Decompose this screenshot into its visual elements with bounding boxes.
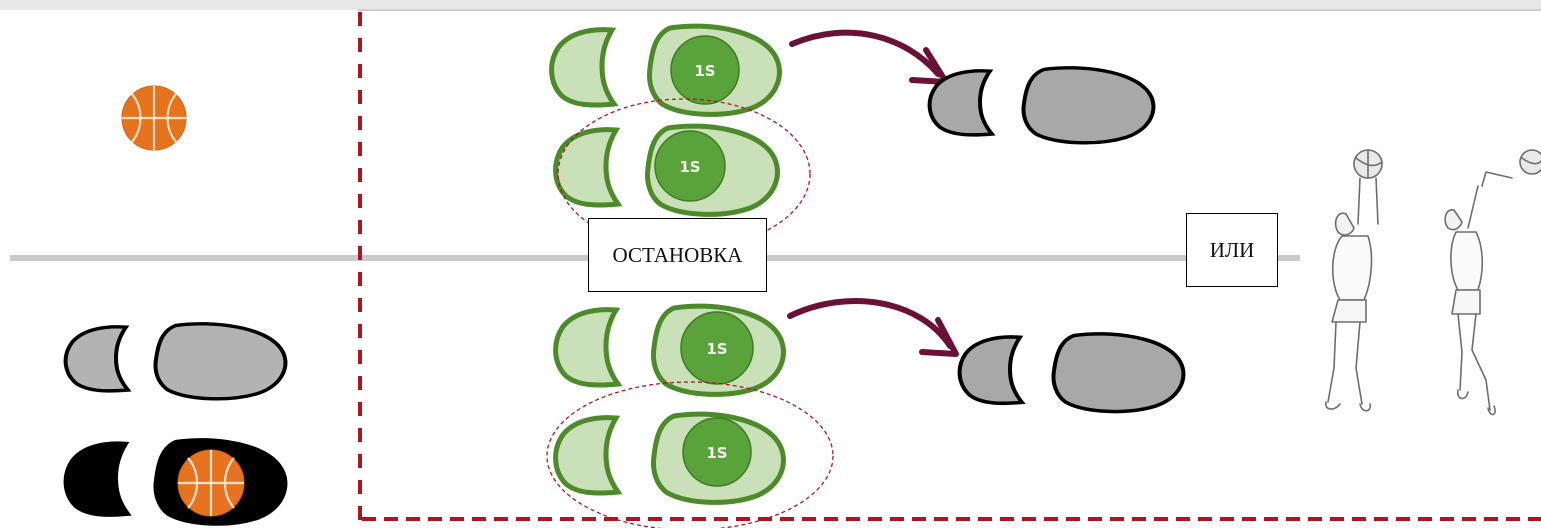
step-badge-circle (682, 417, 752, 487)
foot-gray-top (927, 65, 1156, 145)
top-strip (0, 0, 1541, 10)
step-badge-label: 1S (679, 158, 700, 176)
basketball-icon (120, 84, 188, 152)
stop-label: ОСТАНОВКА (588, 218, 767, 292)
step-badge-label: 1S (706, 340, 727, 358)
foot-green-top-front (552, 26, 780, 114)
foot-gray-bottom (957, 331, 1186, 414)
legend-foot-black (63, 437, 288, 526)
step-badge-circle (670, 35, 740, 105)
basketball-icon (176, 448, 246, 518)
highlight-ellipse (557, 98, 811, 250)
step-badge-label: 1S (706, 444, 727, 462)
step-badge-circle (654, 130, 726, 202)
arrow-bottom (787, 298, 953, 349)
player-sketch-set-shot (1324, 149, 1383, 412)
step-badge-circle (680, 311, 754, 385)
player-sketch-jump-shot (1444, 149, 1541, 416)
step-badge-label: 1S (694, 62, 715, 80)
arrow-bottom-head (919, 317, 959, 357)
legend-foot-gray (63, 321, 288, 401)
highlight-ellipse (546, 381, 834, 528)
or-label: ИЛИ (1186, 213, 1278, 287)
arrow-top (789, 29, 941, 77)
